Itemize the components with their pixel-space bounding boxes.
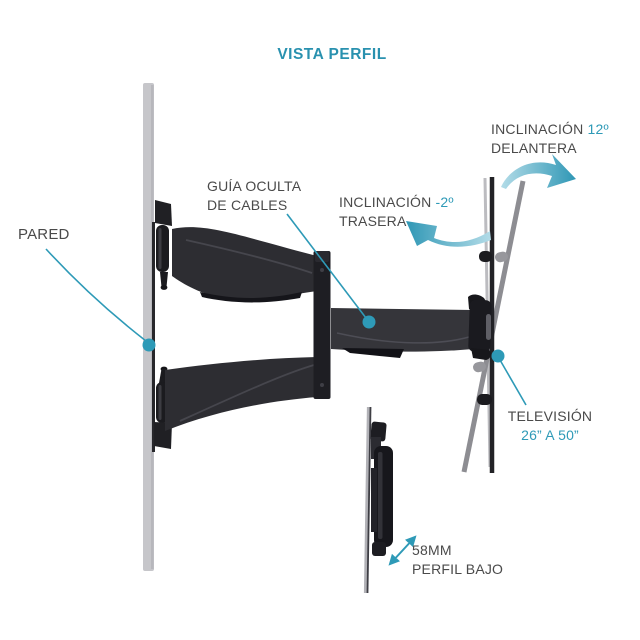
dimension-arrow-icon [388, 535, 417, 566]
upper-arm [172, 227, 317, 303]
tilt-forward-line2: DELANTERA [491, 139, 577, 156]
tilt-back-line2: TRASERA [339, 212, 407, 229]
leader-guia [286, 213, 376, 329]
low-profile-text: PERFIL BAJO [412, 560, 504, 577]
upper-hinge [155, 200, 172, 290]
arm-joint [313, 251, 331, 399]
cable-guide-line2: DE CABLES [207, 196, 288, 213]
low-profile-value: 58MM [412, 542, 452, 558]
tv-bracket [468, 294, 492, 360]
tilt-forward-text: INCLINACIÓN [491, 121, 588, 137]
leader-pared [45, 248, 156, 352]
label-low-profile: 58MM PERFIL BAJO [412, 541, 503, 578]
television-size: 26” A 50” [521, 426, 579, 443]
label-television: TELEVISIÓN 26” A 50” [506, 407, 594, 444]
low-profile-inset [363, 406, 393, 594]
tilt-back-text: INCLINACIÓN [339, 194, 436, 210]
label-tilt-forward: INCLINACIÓN 12º DELANTERA [491, 120, 609, 157]
page-title: VISTA PERFIL [277, 46, 387, 63]
lower-arm [165, 357, 317, 431]
cable-guide-line1: GUÍA OCULTA [207, 178, 302, 194]
tilt-back-value: -2º [435, 194, 454, 210]
television-text: TELEVISIÓN [507, 408, 593, 424]
wall-plate [152, 222, 155, 452]
tilt-forward-value: 12º [587, 121, 609, 137]
label-pared: PARED [18, 226, 70, 245]
label-tilt-back: INCLINACIÓN -2º TRASERA [339, 193, 454, 230]
pared-text: PARED [18, 226, 70, 243]
tilt-back-arrow-icon [406, 221, 491, 247]
leader-television [491, 349, 527, 406]
extension-arm [331, 308, 473, 358]
tv-mounting-pegs [473, 251, 508, 405]
tilt-forward-arrow-icon [501, 154, 576, 189]
label-cable-guide: GUÍA OCULTA DE CABLES [207, 177, 301, 214]
